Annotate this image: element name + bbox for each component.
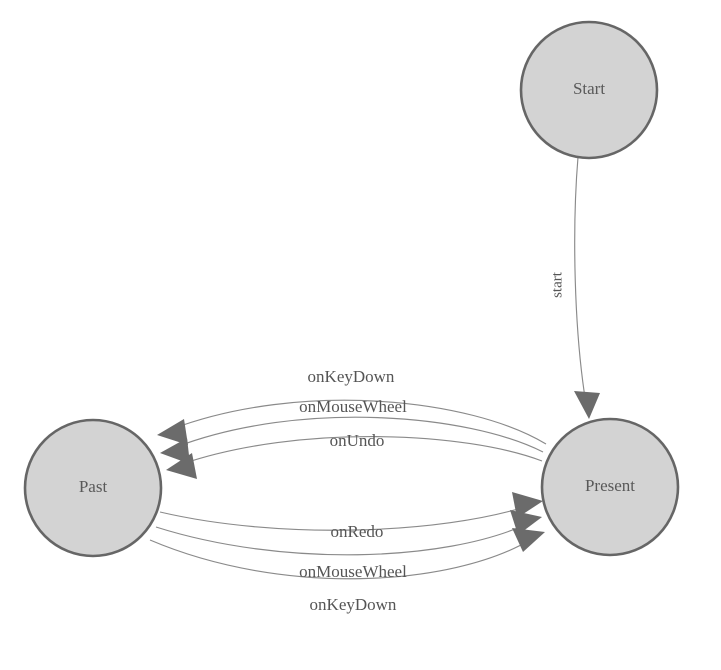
node-present-label: Present xyxy=(585,476,635,495)
node-past[interactable]: Past xyxy=(23,418,163,558)
node-present-circle xyxy=(540,417,680,557)
edge-label-present-past-onundo: onUndo xyxy=(330,431,385,450)
node-past-circle xyxy=(23,418,163,558)
edge-label-present-past-onmousewheel: onMouseWheel xyxy=(299,397,407,416)
edge-past-present-onredo-path xyxy=(159,505,529,531)
edge-start[interactable] xyxy=(574,156,600,419)
edge-present-past-onkeydown-arrowhead xyxy=(157,419,188,445)
node-present[interactable]: Present xyxy=(540,417,680,557)
edge-label-past-present-onmousewheel: onMouseWheel xyxy=(299,562,407,581)
node-start-label: Start xyxy=(573,79,605,98)
edge-present-past-onundo-arrowhead xyxy=(166,453,197,479)
node-past-label: Past xyxy=(79,477,108,496)
edge-present-past-onmousewheel-arrowhead xyxy=(160,438,190,464)
node-start[interactable]: Start xyxy=(519,20,659,160)
edge-label-present-past-onkeydown: onKeyDown xyxy=(308,367,395,386)
edge-present-past-onmousewheel[interactable] xyxy=(160,416,544,464)
edge-past-present-onkeydown-path xyxy=(149,539,531,580)
edge-present-past-onundo-path xyxy=(181,436,543,465)
edge-past-present-onredo[interactable] xyxy=(159,492,543,531)
edge-past-present-onkeydown-arrowhead xyxy=(512,528,545,552)
edge-start-arrowhead xyxy=(574,391,600,419)
edge-present-past-onundo[interactable] xyxy=(166,436,543,479)
edge-present-past-onmousewheel-path xyxy=(175,416,544,453)
edge-past-present-onmousewheel-path xyxy=(155,523,528,556)
edge-past-present-onkeydown[interactable] xyxy=(149,528,545,580)
edge-label-start: start xyxy=(549,271,565,298)
node-start-circle xyxy=(519,20,659,160)
edge-label-past-present-onkeydown: onKeyDown xyxy=(310,595,397,614)
edge-present-past-onkeydown[interactable] xyxy=(157,399,547,445)
edge-label-past-present-onredo: onRedo xyxy=(331,522,384,541)
edge-present-past-onkeydown-path xyxy=(171,399,547,445)
edge-past-present-onredo-arrowhead xyxy=(512,492,543,518)
edge-start-path xyxy=(574,156,587,405)
